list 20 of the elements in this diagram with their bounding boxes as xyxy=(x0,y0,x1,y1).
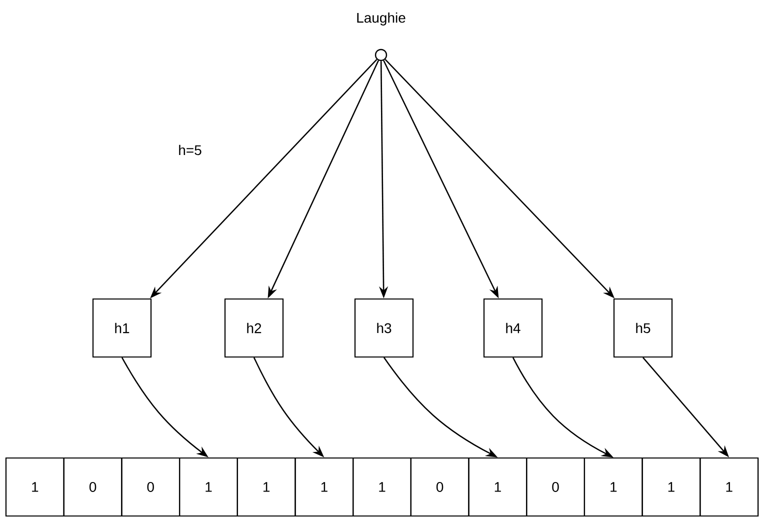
bit-cell: 1 xyxy=(5,457,64,517)
hash-box: h4 xyxy=(483,298,543,358)
hash-box: h3 xyxy=(354,298,414,358)
bit-cell: 0 xyxy=(63,457,122,517)
bit-cell: 1 xyxy=(642,457,701,517)
node-label: Laughie xyxy=(357,12,406,26)
bit-cell: 1 xyxy=(584,457,643,517)
hash-box: h5 xyxy=(613,298,673,358)
hash-box: h1 xyxy=(92,298,152,358)
bit-cell: 1 xyxy=(700,457,759,517)
bit-cell: 0 xyxy=(526,457,585,517)
bit-cell: 1 xyxy=(236,457,296,517)
bit-cell: 1 xyxy=(179,457,238,517)
note-text: h=5 xyxy=(179,144,202,156)
bit-cell: 1 xyxy=(468,457,528,517)
bit-cell: 0 xyxy=(410,457,470,517)
bit-cell: 1 xyxy=(294,457,354,517)
bit-cell: 1 xyxy=(352,457,412,517)
hash-box: h2 xyxy=(224,298,284,358)
bit-cell: 0 xyxy=(121,457,180,517)
